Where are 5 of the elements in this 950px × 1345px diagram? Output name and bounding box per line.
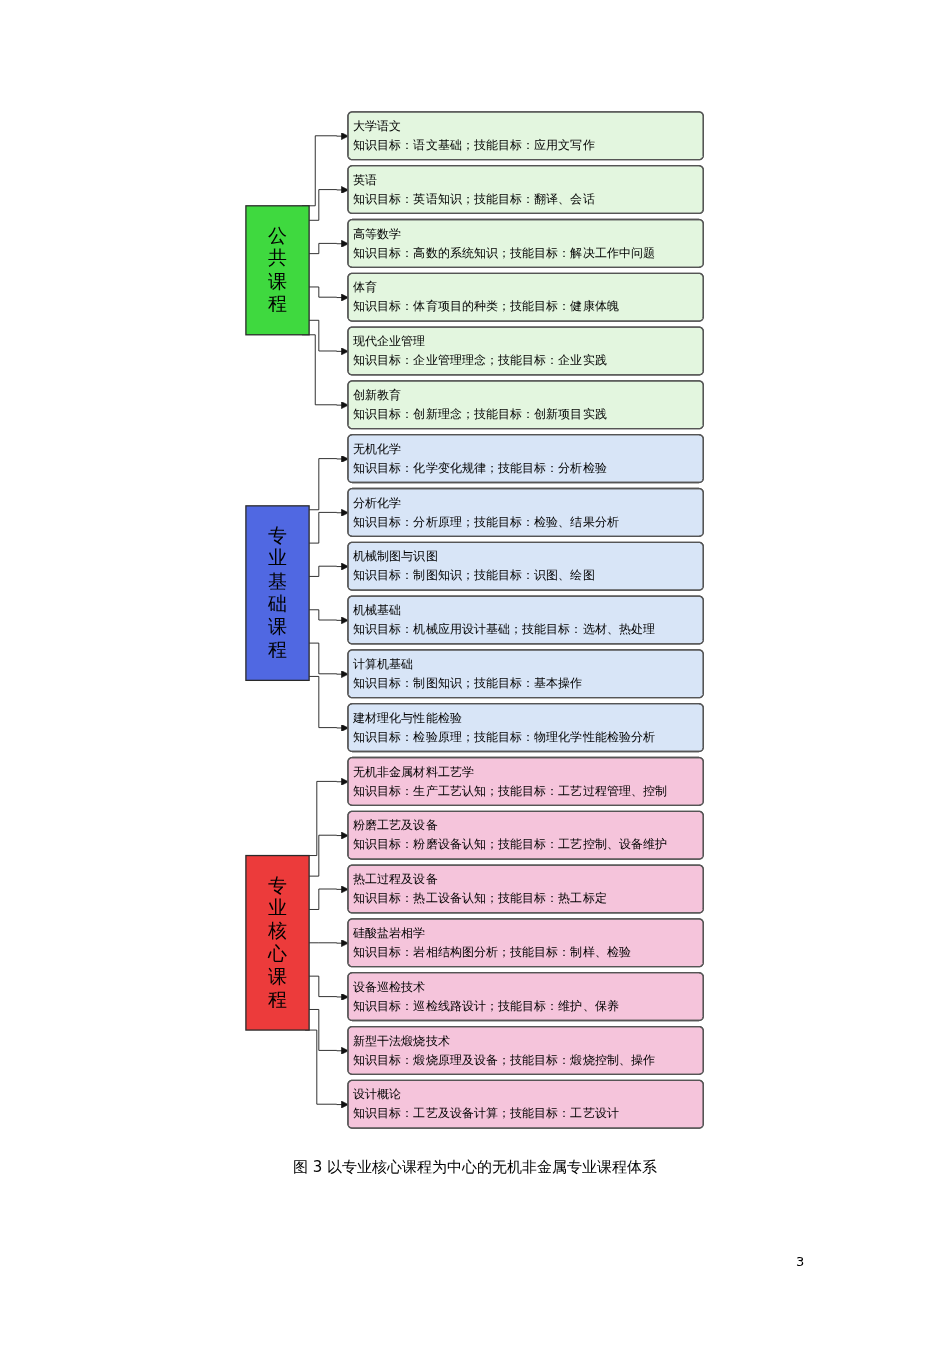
figure-caption: 图 3 以专业核心课程为中心的无机非金属专业课程体系 bbox=[292, 1158, 658, 1176]
node-box: 专业基础课程 bbox=[245, 505, 311, 681]
node-box: 公共课程 bbox=[245, 205, 311, 336]
page-number: 3 bbox=[796, 1254, 805, 1269]
node-box: 专业核心课程 bbox=[245, 854, 311, 1031]
